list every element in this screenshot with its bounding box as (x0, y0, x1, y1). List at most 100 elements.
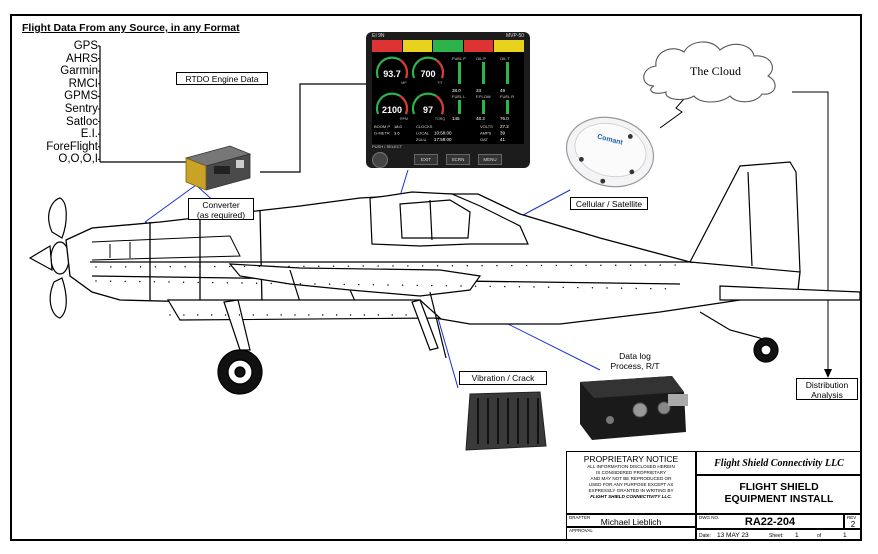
rivet (322, 314, 324, 316)
monitor-button-exit[interactable]: EXIT (414, 154, 438, 165)
rivet (659, 264, 661, 266)
rivet (431, 284, 433, 287)
rivet (387, 284, 389, 286)
bar-value: 145 (452, 116, 460, 121)
rivet (664, 288, 667, 290)
data-log-device (573, 372, 691, 450)
source-gpms: GPMS (64, 90, 98, 103)
rivet (183, 314, 185, 316)
rivet (392, 265, 394, 267)
rivet (288, 265, 290, 268)
source-ahrs: AHRS (66, 52, 98, 65)
rivet (169, 314, 171, 316)
monitor-button-scrn[interactable]: SCRN (446, 154, 470, 165)
proprietary-line: ALL INFORMATION DISCLOSED HEREIN (587, 464, 675, 469)
info-value: 39 (500, 131, 506, 136)
bar-gauge (506, 62, 509, 84)
gauge-unit: TIT (437, 81, 443, 85)
drawing-title-line2: EQUIPMENT INSTALL (724, 493, 834, 505)
bar-value: 33 (476, 88, 482, 93)
bar-gauge (458, 62, 461, 84)
cloud-distribution-line (792, 91, 829, 372)
engine-cowling (91, 235, 241, 261)
distribution-analysis-label: Distribution Analysis (796, 378, 858, 400)
rivet (280, 314, 282, 316)
cloud-label: The Cloud (690, 64, 741, 78)
landing-gear (217, 291, 779, 395)
bar-gauge (482, 62, 485, 84)
rivet (377, 265, 379, 267)
rivet (600, 264, 602, 266)
converter-label-line1: Converter (202, 200, 240, 210)
info-value: 41 (500, 137, 506, 142)
source-connectors (98, 45, 100, 160)
rivet (109, 280, 112, 282)
rivet (285, 282, 287, 285)
wireless-link-icon (659, 91, 691, 129)
select-knob[interactable] (372, 152, 388, 168)
gauge-unit: RPM (400, 117, 408, 121)
proprietary-line: AND MAY NOT BE REPRODUCED OR (590, 476, 672, 481)
rev-cell: REV 2 (844, 514, 862, 529)
approval-label: APPROVAL (569, 528, 593, 533)
distribution-line2: Analysis (811, 390, 843, 400)
rivet (270, 282, 272, 285)
rivet (214, 265, 216, 268)
rivet (349, 314, 352, 316)
info-value: 3.6 (394, 131, 400, 136)
rivet (460, 285, 462, 287)
rivet (562, 286, 564, 289)
rivet (347, 265, 350, 267)
propeller (28, 197, 70, 319)
dwg-number: RA22-204 (744, 516, 796, 528)
rivet (570, 264, 572, 267)
rivet (255, 282, 258, 284)
bar-value: 38.0 (452, 88, 461, 93)
info-value: 27.2 (500, 124, 509, 129)
monitor-buttons: EXIT SCRN MENU (414, 154, 524, 165)
rev-value: 2 (850, 520, 856, 529)
rivet (182, 281, 185, 283)
source-satloc: Satloc (66, 115, 98, 128)
rivet (407, 265, 409, 267)
sheet-label: Sheet: (769, 533, 784, 539)
rivet (273, 265, 275, 268)
rivet (210, 314, 213, 316)
rivet (540, 264, 543, 267)
monitor-model-right: MVP-50 (505, 33, 524, 39)
rivet (391, 314, 393, 316)
rivet (422, 265, 424, 267)
proprietary-line: EXPRESSLY GRANTED IN WRITING BY (588, 488, 674, 493)
bar-gauge (506, 100, 509, 114)
annunciator-red (463, 40, 494, 52)
rivet (169, 266, 171, 268)
rivet (258, 265, 261, 268)
cloud-icon (643, 41, 776, 103)
rivet (405, 314, 407, 316)
rivet (372, 284, 375, 286)
info-label: AMPS (480, 131, 492, 136)
info-label: OAT (480, 137, 488, 142)
proprietary-line: IS CONSIDERED PROPRIETARY (595, 470, 667, 475)
info-label: VOLTS (480, 124, 493, 129)
rivet (363, 314, 366, 316)
rivet (362, 265, 364, 267)
rivet (496, 264, 498, 267)
rivet (644, 264, 647, 266)
source-rmci: RMCI (68, 77, 98, 90)
annunciator-bar (372, 40, 524, 52)
rivet (184, 266, 186, 268)
rivet (481, 265, 483, 267)
rivet (124, 280, 126, 283)
tail (689, 161, 861, 347)
rivet (125, 266, 127, 268)
rivet (95, 280, 97, 282)
source-o-o-o-i: O,O,O,I (58, 153, 98, 166)
sheet-value: 1 (795, 532, 799, 539)
rivet (585, 264, 587, 267)
monitor-button-menu[interactable]: MENU (478, 154, 502, 165)
drafter-name: Michael Lieblich (600, 517, 662, 527)
diagram-title: Flight Data From any Source, in any Form… (22, 22, 240, 34)
